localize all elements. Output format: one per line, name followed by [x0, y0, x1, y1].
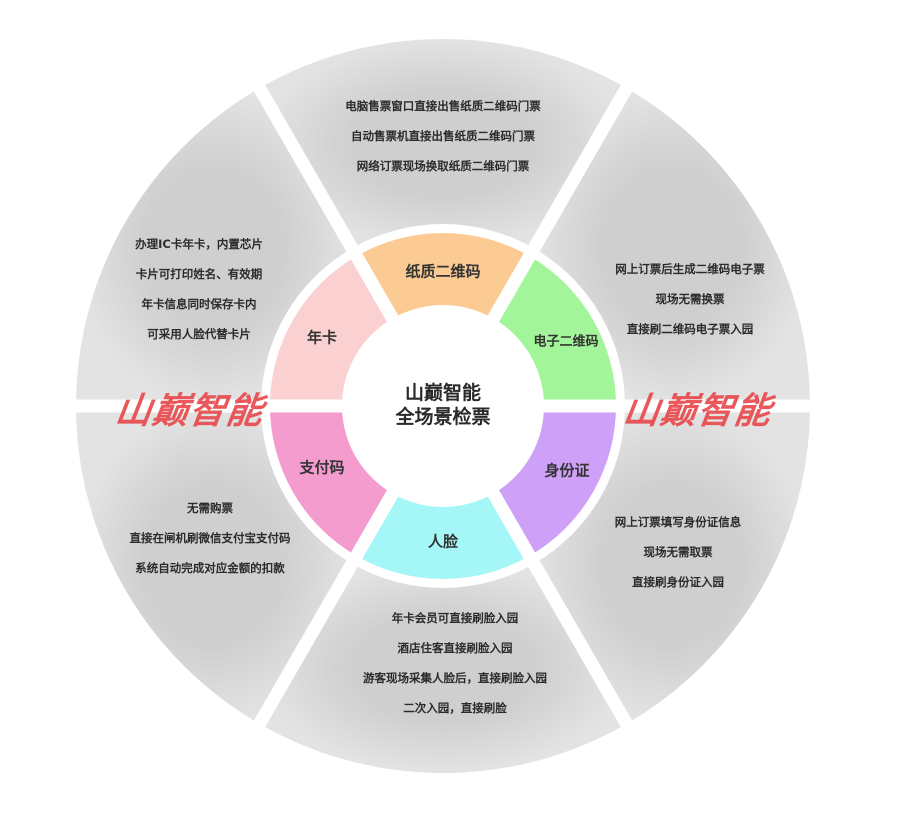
- detail-line: 可采用人脸代替卡片: [147, 327, 251, 341]
- segment-label-face: 人脸: [427, 532, 459, 551]
- detail-line: 二次入园，直接刷脸: [403, 701, 507, 715]
- detail-line: 电脑售票窗口直接出售纸质二维码门票: [345, 99, 541, 113]
- segment-label-pay-code: 支付码: [299, 458, 345, 477]
- outer-sector-paper-qr: [259, 38, 627, 249]
- detail-line: 酒店住客直接刷脸入园: [397, 641, 513, 655]
- center-title: 山巅智能 全场景检票: [395, 381, 490, 429]
- inner-sector-e-qr: [493, 256, 616, 406]
- inner-sector-paper-qr: [356, 233, 530, 320]
- details-id-card: 网上订票填写身份证信息 现场无需取票 直接刷身份证入园: [615, 507, 742, 597]
- detail-line: 网上订票后生成二维码电子票: [615, 262, 765, 276]
- details-pay-code: 无需购票 直接在闸机刷微信支付宝支付码 系统自动完成对应金额的扣款: [130, 493, 291, 583]
- divider-line: [247, 480, 404, 739]
- outer-sector-annual-card: [75, 88, 352, 407]
- detail-line: 网络订票现场换取纸质二维码门票: [356, 159, 530, 173]
- inner-sector-pay-code: [270, 406, 393, 556]
- details-paper-qr: 电脑售票窗口直接出售纸质二维码门票 自动售票机直接出售纸质二维码门票 网络订票现…: [345, 91, 541, 181]
- segment-label-id-card: 身份证: [544, 461, 590, 480]
- outer-sector-e-qr: [534, 88, 810, 407]
- divider-line: [482, 480, 639, 739]
- detail-line: 直接刷二维码电子票入园: [626, 322, 754, 336]
- segment-label-annual-card: 年卡: [306, 328, 338, 347]
- detail-line: 年卡信息同时保存卡内: [141, 297, 257, 311]
- watermark-right: 山巅智能: [620, 391, 775, 432]
- details-annual-card: 办理IC卡年卡，内置芯片 卡片可打印姓名、有效期 年卡信息同时保存卡内 可采用人…: [135, 229, 263, 349]
- detail-line: 无需购票: [187, 501, 233, 515]
- divider-line: [247, 73, 404, 332]
- center-title-line1: 山巅智能: [404, 382, 482, 404]
- divider-line: [482, 73, 639, 332]
- detail-line: 现场无需换票: [655, 292, 725, 306]
- detail-line: 直接在闸机刷微信支付宝支付码: [129, 531, 291, 545]
- details-e-qr: 网上订票后生成二维码电子票 现场无需换票 直接刷二维码电子票入园: [615, 254, 765, 344]
- segment-label-e-qr: 电子二维码: [533, 334, 599, 350]
- inner-sector-id-card: [493, 406, 616, 556]
- outer-sector-id-card: [534, 406, 810, 724]
- detail-line: 直接刷身份证入园: [632, 575, 724, 589]
- detail-line: 游客现场采集人脸后，直接刷脸入园: [363, 671, 547, 685]
- detail-line: 年卡会员可直接刷脸入园: [391, 611, 519, 625]
- inner-sector-face: [356, 492, 530, 579]
- detail-line: 卡片可打印姓名、有效期: [135, 267, 263, 281]
- inner-sector-annual-card: [270, 256, 393, 406]
- detail-line: 系统自动完成对应金额的扣款: [135, 561, 285, 575]
- segment-label-paper-qr: 纸质二维码: [405, 262, 481, 281]
- detail-line: 自动售票机直接出售纸质二维码门票: [351, 129, 535, 143]
- outer-sector-face: [259, 563, 627, 773]
- center-circle: [342, 305, 544, 507]
- outer-sector-pay-code: [76, 406, 352, 724]
- watermark-left: 山巅智能: [112, 391, 267, 432]
- detail-line: 现场无需取票: [643, 545, 713, 559]
- detail-line: 办理IC卡年卡，内置芯片: [135, 237, 263, 251]
- details-face: 年卡会员可直接刷脸入园 酒店住客直接刷脸入园 游客现场采集人脸后，直接刷脸入园 …: [363, 603, 547, 723]
- center-title-line2: 全场景检票: [395, 406, 491, 428]
- detail-line: 网上订票填写身份证信息: [614, 515, 742, 529]
